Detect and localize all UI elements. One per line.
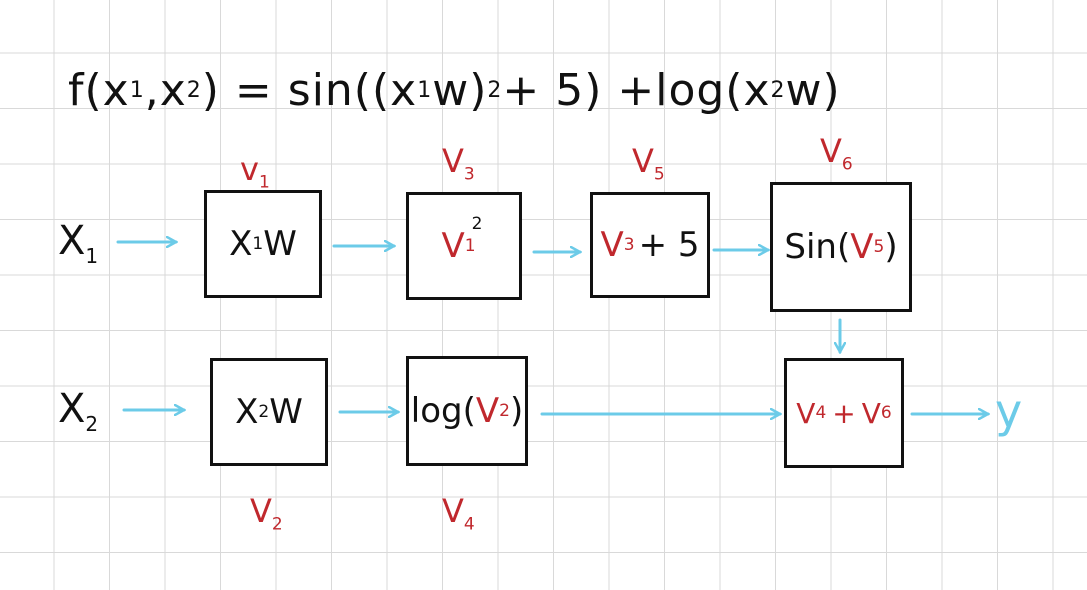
- node-v3-v: V: [441, 226, 465, 266]
- label-v4-base: V: [442, 492, 464, 530]
- node-v7-v2: V: [861, 396, 881, 430]
- node-v6-sub: 5: [873, 237, 885, 257]
- label-v5: V5: [632, 142, 665, 184]
- node-v7-sub2: 6: [880, 403, 892, 423]
- label-v3: V3: [442, 142, 475, 184]
- node-x1w-x: X: [229, 224, 253, 264]
- output-y: y: [995, 384, 1023, 438]
- node-v7-sub1: 4: [815, 403, 827, 423]
- node-v5-plus: + 5: [638, 225, 700, 265]
- formula-log: log(: [655, 64, 744, 116]
- formula-end: ): [822, 64, 841, 116]
- formula-x1-sub: 1: [129, 77, 145, 103]
- formula-plus5: + 5) +: [502, 64, 656, 116]
- node-v5-sub: 3: [623, 235, 635, 255]
- formula-sin-close: ): [469, 64, 488, 116]
- label-v5-sub: 5: [653, 164, 665, 185]
- node-x1w-w: W: [263, 224, 297, 264]
- formula-log-w: w: [785, 64, 823, 116]
- formula-sin-x-sub: 1: [417, 77, 433, 103]
- label-v6: V6: [820, 132, 853, 174]
- formula-exp: 2: [487, 77, 503, 103]
- formula-x2-sub: 2: [186, 77, 202, 103]
- formula-open: (: [84, 64, 103, 116]
- formula-sin: ) = sin((: [201, 64, 391, 116]
- node-v4-close: ): [509, 391, 524, 431]
- node-v3-sub: 1: [464, 236, 476, 256]
- label-v5-base: V: [632, 142, 654, 180]
- node-v4-v: V: [475, 391, 500, 431]
- input-x2-sub: 2: [85, 412, 99, 436]
- node-x2w-x: X: [235, 392, 259, 432]
- formula-log-x-sub: 2: [770, 77, 786, 103]
- label-v2-sub: 2: [271, 514, 283, 535]
- formula-fname: f: [68, 64, 85, 116]
- label-v6-base: V: [820, 132, 842, 170]
- node-x2w-w: W: [269, 392, 303, 432]
- label-v2-base: V: [250, 492, 272, 530]
- label-v6-sub: 6: [841, 154, 853, 175]
- input-x1: X1: [58, 218, 98, 268]
- formula-x1: x: [102, 64, 130, 116]
- node-x2w-sub: 2: [258, 402, 270, 422]
- node-x1w-sub: 1: [252, 234, 264, 254]
- label-v1-sub: 1: [258, 172, 270, 193]
- label-v1: v1: [240, 150, 270, 192]
- node-v6-fn: Sin(: [784, 227, 851, 267]
- node-v6-v: V: [850, 227, 874, 267]
- node-v7-v1: V: [796, 396, 816, 430]
- input-x2: X2: [58, 386, 98, 436]
- node-v3-exp: 2: [471, 214, 483, 234]
- label-v2: V2: [250, 492, 283, 534]
- input-x1-base: X: [58, 218, 86, 264]
- label-v3-base: V: [442, 142, 464, 180]
- node-v4-fn: log(: [410, 391, 476, 431]
- input-x2-base: X: [58, 386, 86, 432]
- input-x1-sub: 1: [85, 244, 99, 268]
- label-v3-sub: 3: [463, 164, 475, 185]
- node-v5-v: V: [600, 225, 624, 265]
- node-v4-sub: 2: [499, 401, 510, 421]
- formula-sin-w: w: [432, 64, 470, 116]
- node-v6-close: ): [884, 227, 898, 267]
- formula-sin-x: x: [390, 64, 418, 116]
- formula-comma: ,: [144, 64, 160, 116]
- label-v4: V4: [442, 492, 475, 534]
- formula-x2: x: [159, 64, 187, 116]
- label-v4-sub: 4: [463, 514, 475, 535]
- label-v1-base: v: [240, 150, 259, 188]
- formula-log-x: x: [743, 64, 771, 116]
- node-v7-plus: +: [832, 396, 856, 430]
